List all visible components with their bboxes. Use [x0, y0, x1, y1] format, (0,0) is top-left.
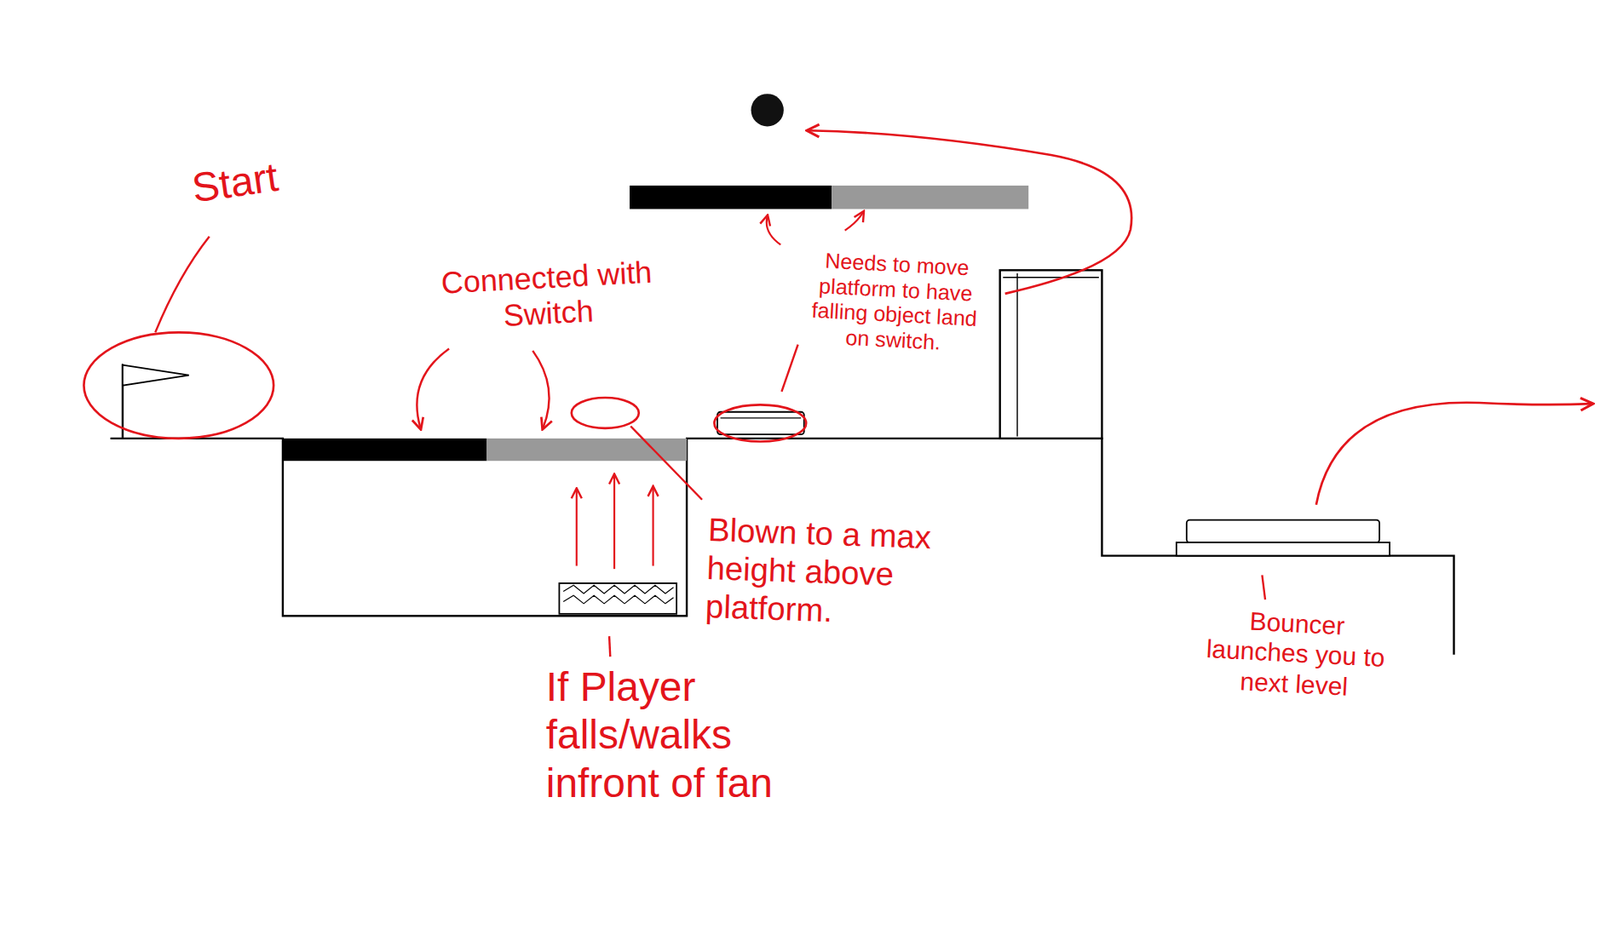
- switch-leader: [781, 345, 798, 392]
- start-circle: [83, 332, 274, 439]
- bouncer-leader: [1261, 575, 1266, 600]
- block-edge: [1002, 276, 1100, 278]
- start-leader: [155, 236, 209, 334]
- platform-grey: [486, 438, 687, 461]
- tall-block: [1000, 270, 1103, 439]
- bouncer-base: [1176, 542, 1390, 557]
- switch-circle: [713, 404, 806, 442]
- handwritten-note: Blown to a max height above platform.: [705, 510, 1026, 638]
- bouncer: [1186, 520, 1380, 543]
- connect-arrow: [532, 351, 549, 429]
- falling-object: [751, 93, 784, 127]
- launch-arrow: [1316, 402, 1592, 506]
- handwritten-note: Needs to move platform to have falling o…: [795, 247, 995, 358]
- fan-leader: [609, 636, 611, 657]
- move-arrow: [845, 212, 864, 231]
- upper-platform-dark: [629, 185, 832, 210]
- air-arrows: [576, 475, 654, 570]
- handwritten-note: Start: [189, 142, 358, 213]
- floor-switch: [717, 412, 805, 435]
- handwritten-note: Connected with Switch: [402, 252, 692, 340]
- switch-top: [720, 417, 802, 419]
- move-arrow: [766, 216, 781, 246]
- blown-leader: [630, 426, 703, 501]
- block-edge: [1016, 273, 1018, 438]
- start-flag: [122, 365, 190, 386]
- fan-grille: [563, 585, 674, 605]
- connect-arrow: [416, 349, 449, 429]
- handwritten-note: If Player falls/walks infront of fan: [546, 663, 822, 809]
- fan: [558, 583, 677, 615]
- platform-dark: [282, 438, 487, 461]
- upper-platform-grey: [831, 185, 1029, 210]
- handwritten-note: Bouncer launches you to next level: [1202, 604, 1388, 704]
- object-circle: [571, 397, 639, 429]
